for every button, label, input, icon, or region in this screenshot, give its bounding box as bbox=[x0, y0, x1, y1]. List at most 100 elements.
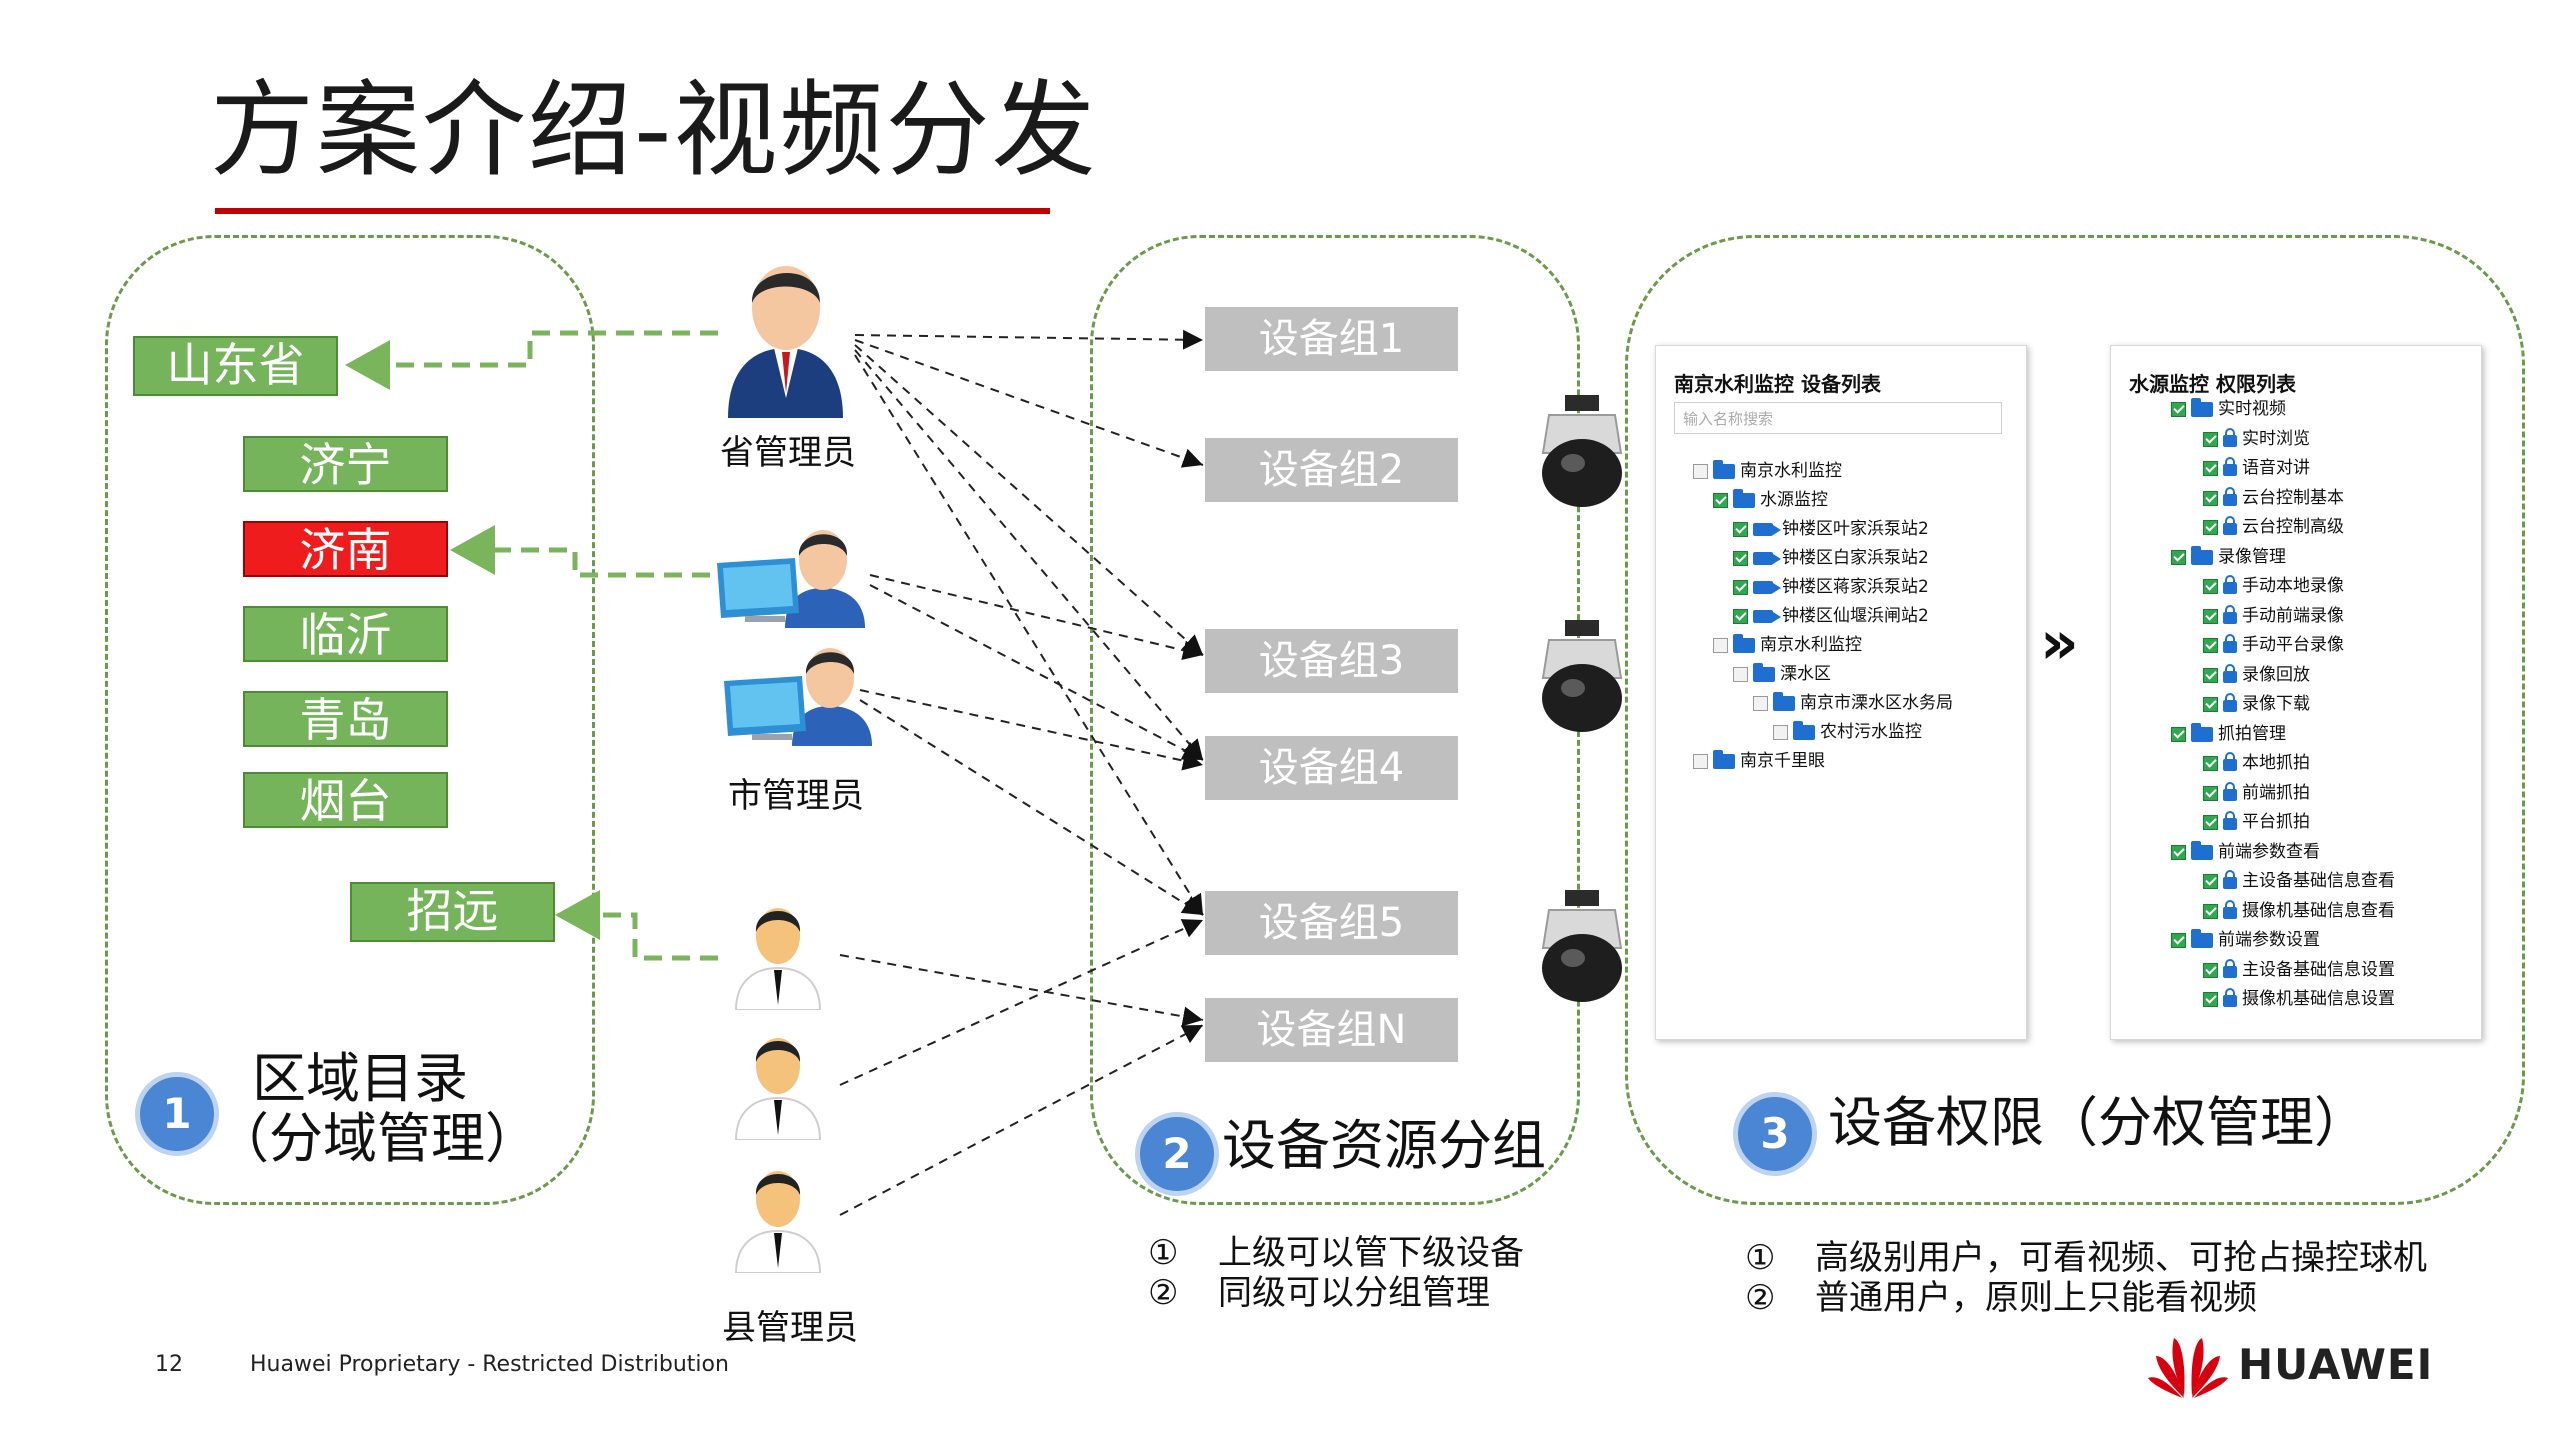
county-admin-icon bbox=[734, 908, 822, 1010]
province-admin-icon bbox=[728, 266, 843, 418]
tree-node[interactable]: 录像下载 bbox=[2203, 691, 2310, 717]
section-title-3: 设备权限（分权管理） bbox=[1828, 1091, 2368, 1154]
tree-node[interactable]: 平台抓拍 bbox=[2203, 809, 2310, 835]
tree-node[interactable]: 南京千里眼 bbox=[1693, 748, 1825, 774]
checkbox[interactable] bbox=[1713, 492, 1728, 508]
lock-icon bbox=[2223, 900, 2237, 919]
checkbox[interactable] bbox=[2203, 490, 2218, 506]
checkbox[interactable] bbox=[1773, 724, 1788, 740]
tree-node[interactable]: 主设备基础信息查看 bbox=[2203, 868, 2395, 894]
tree-node[interactable]: 钟楼区蒋家浜泵站2 bbox=[1733, 574, 1929, 600]
device-group-2[interactable]: 设备组2 bbox=[1205, 438, 1458, 502]
checkbox[interactable] bbox=[2203, 637, 2218, 653]
tree-node[interactable]: 语音对讲 bbox=[2203, 455, 2310, 481]
county-admin-icon bbox=[734, 1171, 822, 1273]
checkbox[interactable] bbox=[1713, 637, 1728, 653]
tree-node[interactable]: 前端参数查看 bbox=[2171, 839, 2320, 865]
tree-node[interactable]: 云台控制基本 bbox=[2203, 485, 2344, 511]
tree-node[interactable]: 实时浏览 bbox=[2203, 426, 2310, 452]
checkbox[interactable] bbox=[1733, 550, 1748, 566]
checkbox[interactable] bbox=[2171, 549, 2186, 565]
tree-node[interactable]: 抓拍管理 bbox=[2171, 721, 2286, 747]
title-underline bbox=[215, 208, 1050, 214]
checkbox[interactable] bbox=[2203, 519, 2218, 535]
permission-list-title: 水源监控 权限列表 bbox=[2129, 372, 2296, 396]
region-city-qingdao[interactable]: 青岛 bbox=[243, 691, 448, 747]
checkbox[interactable] bbox=[1733, 666, 1748, 682]
folder-icon bbox=[1713, 459, 1735, 479]
checkbox[interactable] bbox=[2171, 401, 2186, 417]
checkbox[interactable] bbox=[2171, 844, 2186, 860]
checkbox[interactable] bbox=[2203, 785, 2218, 801]
checkbox[interactable] bbox=[2203, 962, 2218, 978]
checkbox[interactable] bbox=[2203, 460, 2218, 476]
checkbox[interactable] bbox=[2203, 755, 2218, 771]
region-city-yantai[interactable]: 烟台 bbox=[243, 772, 448, 828]
checkbox[interactable] bbox=[1753, 695, 1768, 711]
tree-node[interactable]: 前端参数设置 bbox=[2171, 927, 2320, 953]
device-group-1[interactable]: 设备组1 bbox=[1205, 307, 1458, 371]
tree-node[interactable]: 南京市溧水区水务局 bbox=[1753, 690, 1953, 716]
tree-node[interactable]: 手动本地录像 bbox=[2203, 573, 2344, 599]
checkbox[interactable] bbox=[2171, 932, 2186, 948]
checkbox[interactable] bbox=[2203, 903, 2218, 919]
checkbox[interactable] bbox=[2203, 578, 2218, 594]
lock-icon bbox=[2223, 988, 2237, 1007]
section-title-2: 设备资源分组 bbox=[1222, 1114, 1546, 1177]
region-city-jining[interactable]: 济宁 bbox=[243, 436, 448, 492]
device-group-4[interactable]: 设备组4 bbox=[1205, 736, 1458, 800]
tree-node[interactable]: 主设备基础信息设置 bbox=[2203, 957, 2395, 983]
tree-node[interactable]: 前端抓拍 bbox=[2203, 780, 2310, 806]
device-search-input[interactable]: 输入名称搜索 bbox=[1674, 402, 2002, 434]
camera-icon bbox=[1753, 551, 1781, 565]
device-permission-panel bbox=[1625, 235, 2525, 1205]
tree-node[interactable]: 实时视频 bbox=[2171, 396, 2286, 422]
camera-icon bbox=[1753, 580, 1781, 594]
device-group-3[interactable]: 设备组3 bbox=[1205, 629, 1458, 693]
tree-node[interactable]: 手动平台录像 bbox=[2203, 632, 2344, 658]
checkbox[interactable] bbox=[1733, 521, 1748, 537]
region-county-zhaoyuan[interactable]: 招远 bbox=[350, 882, 555, 942]
checkbox[interactable] bbox=[2203, 696, 2218, 712]
checkbox[interactable] bbox=[2203, 873, 2218, 889]
checkbox[interactable] bbox=[2203, 667, 2218, 683]
checkbox[interactable] bbox=[2203, 814, 2218, 830]
checkbox[interactable] bbox=[2171, 726, 2186, 742]
checkbox[interactable] bbox=[1733, 608, 1748, 624]
region-province[interactable]: 山东省 bbox=[133, 336, 338, 396]
tree-node[interactable]: 云台控制高级 bbox=[2203, 514, 2344, 540]
tree-node[interactable]: 南京水利监控 bbox=[1713, 632, 1862, 658]
tree-node[interactable]: 钟楼区白家浜泵站2 bbox=[1733, 545, 1929, 571]
folder-icon bbox=[2191, 397, 2213, 417]
tree-node[interactable]: 摄像机基础信息设置 bbox=[2203, 986, 2395, 1012]
checkbox[interactable] bbox=[2203, 608, 2218, 624]
city-admin-icon bbox=[724, 648, 872, 746]
folder-icon bbox=[2191, 545, 2213, 565]
section-subtitle-1: （分域管理） bbox=[215, 1107, 539, 1170]
tree-node[interactable]: 本地抓拍 bbox=[2203, 750, 2310, 776]
tree-node[interactable]: 水源监控 bbox=[1713, 487, 1828, 513]
checkbox[interactable] bbox=[1693, 463, 1708, 479]
tree-node[interactable]: 摄像机基础信息查看 bbox=[2203, 898, 2395, 924]
region-city-linyi[interactable]: 临沂 bbox=[243, 606, 448, 662]
checkbox[interactable] bbox=[1693, 753, 1708, 769]
tree-node[interactable]: 溧水区 bbox=[1733, 661, 1831, 687]
tree-node[interactable]: 录像管理 bbox=[2171, 544, 2286, 570]
tree-node[interactable]: 手动前端录像 bbox=[2203, 603, 2344, 629]
checkbox[interactable] bbox=[2203, 431, 2218, 447]
tree-node[interactable]: 录像回放 bbox=[2203, 662, 2310, 688]
checkbox[interactable] bbox=[1733, 579, 1748, 595]
tree-node[interactable]: 钟楼区仙堰浜闸站2 bbox=[1733, 603, 1929, 629]
lock-icon bbox=[2223, 605, 2237, 624]
lock-icon bbox=[2223, 811, 2237, 830]
region-city-jinan[interactable]: 济南 bbox=[243, 521, 448, 577]
device-group-n[interactable]: 设备组N bbox=[1205, 998, 1458, 1062]
checkbox[interactable] bbox=[2203, 991, 2218, 1007]
tree-node[interactable]: 农村污水监控 bbox=[1773, 719, 1922, 745]
huawei-logo-icon bbox=[2148, 1338, 2228, 1398]
dome-camera-icon bbox=[1541, 395, 1623, 507]
tree-node[interactable]: 南京水利监控 bbox=[1693, 458, 1842, 484]
tree-node[interactable]: 钟楼区叶家浜泵站2 bbox=[1733, 516, 1929, 542]
device-group-5[interactable]: 设备组5 bbox=[1205, 891, 1458, 955]
